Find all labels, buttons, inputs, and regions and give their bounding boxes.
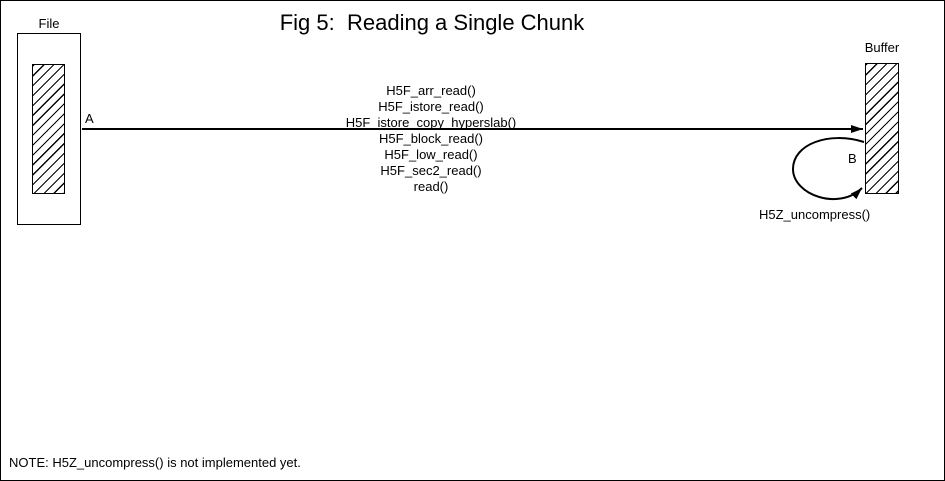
file-chunk-hatched-region <box>32 64 65 194</box>
arrow-a-label: A <box>85 111 94 126</box>
file-label: File <box>38 16 60 31</box>
call-stack-line: read() <box>413 179 449 194</box>
uncompress-function-label: H5Z_uncompress() <box>759 207 871 222</box>
uncompress-loop-arrow <box>791 137 865 201</box>
call-stack-line: H5F_istore_read() <box>378 99 484 114</box>
implementation-note: NOTE: H5Z_uncompress() is not implemente… <box>9 455 301 470</box>
call-stack-line: H5F_istore_copy_hyperslab() <box>345 115 517 130</box>
call-stack-line: H5F_low_read() <box>384 147 478 162</box>
buffer-hatched-region <box>865 63 899 194</box>
read-call-stack: H5F_arr_read() H5F_istore_read() H5F_ist… <box>346 83 517 195</box>
call-stack-line: H5F_sec2_read() <box>380 163 482 178</box>
buffer-label: Buffer <box>864 40 900 55</box>
arrow-b-label: B <box>848 151 857 166</box>
call-stack-line: H5F_block_read() <box>378 131 484 146</box>
figure-title: Fig 5: Reading a Single Chunk <box>279 10 585 35</box>
call-stack-line: H5F_arr_read() <box>386 83 476 98</box>
